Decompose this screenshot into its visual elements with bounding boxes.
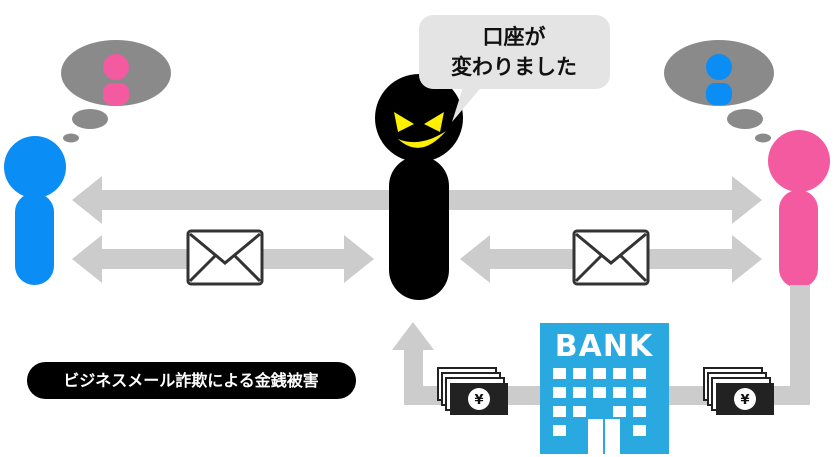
- left-thought-bubble: [61, 40, 171, 143]
- left-person: [4, 136, 66, 285]
- speech-bubble: 口座が 変わりました: [419, 15, 610, 122]
- speech-line-2: 変わりました: [451, 55, 577, 79]
- yen-symbol: ¥: [740, 393, 749, 408]
- right-person: [768, 130, 830, 288]
- banknote-stack-icon: ¥: [437, 367, 508, 415]
- thought-blue-person-icon: [706, 54, 732, 105]
- right-thought-bubble: [664, 40, 774, 143]
- yen-symbol: ¥: [474, 393, 483, 408]
- thought-pink-person-icon: [103, 54, 129, 105]
- bank-label: BANK: [555, 329, 654, 364]
- envelope-icon: [572, 229, 650, 286]
- banknote-stack-icon: ¥: [703, 367, 774, 415]
- caption-badge: ビジネスメール詐欺による金銭被害: [27, 362, 356, 399]
- caption-text: ビジネスメール詐欺による金銭被害: [63, 371, 319, 390]
- envelope-icon: [186, 229, 264, 286]
- bank-building-icon: BANK: [540, 323, 669, 454]
- fraudster-icon: [375, 74, 463, 300]
- speech-line-1: 口座が: [483, 25, 546, 49]
